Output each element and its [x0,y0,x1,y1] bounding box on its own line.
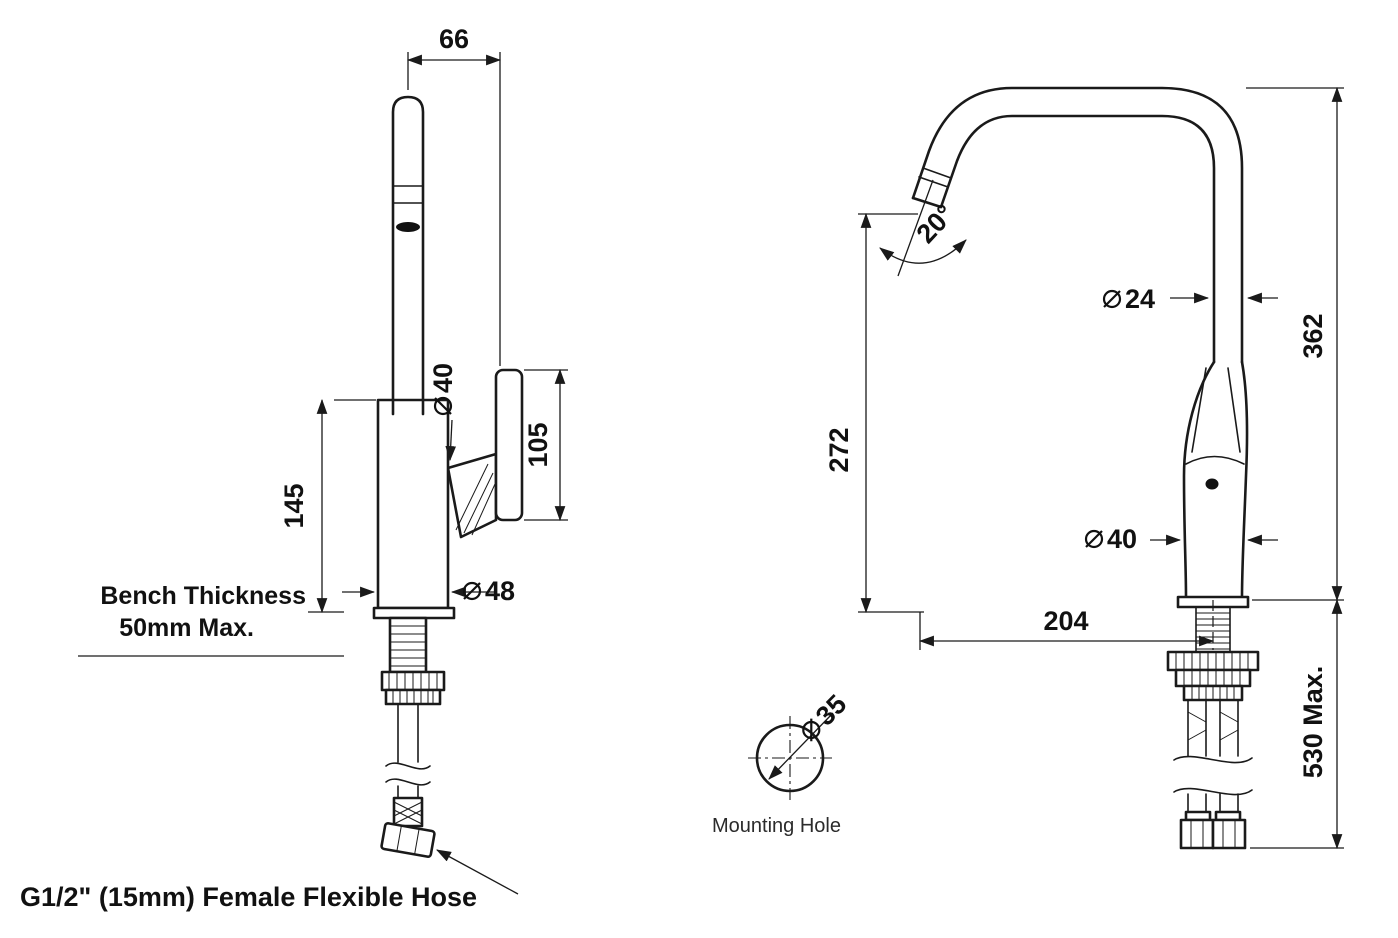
dim-272-label: 272 [824,427,854,472]
dim-66: 66 [406,24,502,366]
mounting-hole-leader [768,712,834,780]
left-body [376,398,450,610]
left-braid-texture [393,801,423,825]
left-logo-mark [396,222,420,232]
dim-angle-20-label: 20° [911,199,961,249]
hose-note-leader [436,849,519,895]
hose-break-wave-1 [1173,755,1253,764]
right-faucet-outline [911,86,1260,850]
left-shank-threads [390,625,426,667]
dim-dia40-left-label: 40 [428,363,458,393]
left-threaded-shank [388,616,428,674]
right-nut-tier-1 [1166,650,1260,672]
angle-arc [879,239,967,264]
dim-dia48: 48 [342,576,515,606]
right-aerator-band-1 [918,176,949,188]
hose-note-label: G1/2" (15mm) Female Flexible Hose [20,882,477,912]
right-view-front-elevation: 20° 24 362 [712,86,1344,850]
diameter-icon [433,396,453,416]
diameter-icon [462,581,482,601]
right-nut-tier-2 [1174,668,1252,688]
flexible-hose-note: G1/2" (15mm) Female Flexible Hose [20,849,519,912]
dim-105: 105 [523,368,568,522]
right-handle-seam-arc [1185,455,1245,465]
dim-angle-20: 20° [879,179,967,277]
right-nut-tier-1-knurl [1175,652,1249,670]
hose-break-wave-2 [1173,787,1253,796]
dim-530-max: 530 Max. [1250,598,1344,850]
diameter-icon [1084,529,1104,549]
left-hose-hex-nut [380,822,436,858]
right-nut-tier-3-knurl [1191,686,1235,700]
right-spout-inner [939,114,1216,364]
dim-dia24-label: 24 [1125,284,1155,314]
left-spout-tube [391,95,425,404]
right-hose-hex-nut-right [1211,818,1247,850]
right-spout-outer [911,86,1244,364]
dim-dia40-right-label: 40 [1107,524,1137,554]
dim-dia40-left: 40 [428,363,458,462]
dim-362: 362 [1246,86,1344,602]
bench-thickness-note: Bench Thickness 50mm Max. [78,582,344,657]
right-flexible-hoses [1173,699,1253,813]
right-spout-tip [911,196,943,209]
dim-204-label: 204 [1043,606,1088,636]
left-valve-joint-shading [455,463,496,536]
left-mounting-nut-lower-knurl [392,690,434,704]
pipe-break-wave-1 [385,762,431,770]
diameter-icon [802,718,821,742]
right-nut-tier-2-knurl [1183,670,1241,686]
left-valve-joint [446,452,498,539]
mounting-hole-detail: 35 Mounting Hole [712,689,852,837]
right-handle-seam-right [1227,367,1241,453]
right-handle-seam-left [1191,367,1207,453]
bench-note-line1: Bench Thickness [100,582,306,610]
right-threaded-shank [1195,606,1231,653]
right-aerator-band-2 [922,167,952,179]
right-body-right-edge [1240,360,1249,599]
left-mounting-nut-upper-knurl [388,672,438,690]
dim-272: 272 [824,212,924,614]
dim-dia24: 24 [1102,284,1278,314]
dim-362-label: 362 [1298,313,1328,358]
left-dimensions: 66 145 40 [20,24,568,912]
diameter-icon [1102,289,1122,309]
bench-note-line2: 50mm Max. [119,614,254,642]
dim-66-label: 66 [439,24,469,54]
left-view-side-elevation: 66 145 40 [20,24,568,912]
dim-dia40-right: 40 [1084,524,1278,554]
left-base-flange [372,606,456,620]
right-hose-hex-nut-left [1179,818,1215,850]
right-dimensions: 20° 24 362 [712,86,1344,850]
left-handle-lever [494,368,524,522]
dim-204: 204 [918,600,1215,650]
left-supply-pipe [385,703,431,799]
dim-105-label: 105 [523,422,553,467]
left-faucet-outline [372,95,524,858]
pipe-break-wave-2 [385,778,431,786]
right-body-left-edge [1182,360,1216,599]
right-indicator-dot [1205,478,1219,490]
dim-530-max-label: 530 Max. [1298,666,1328,779]
dim-145-label: 145 [279,483,309,528]
dim-dia48-label: 48 [485,576,515,606]
mounting-hole-caption: Mounting Hole [712,815,841,837]
left-mounting-nut-lower [384,688,442,706]
dim-145: 145 [279,398,376,614]
